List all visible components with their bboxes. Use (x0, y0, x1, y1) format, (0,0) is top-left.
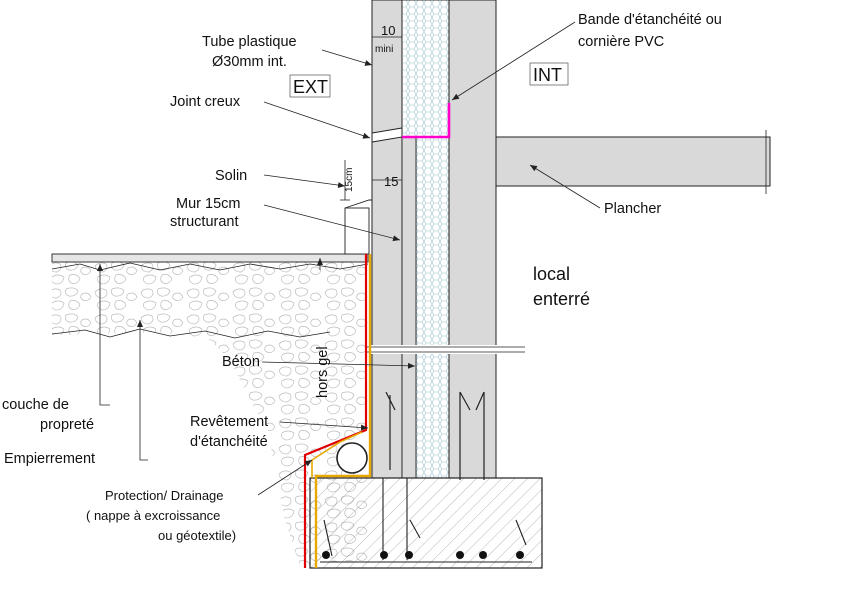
label-geotextile: ou géotextile) (158, 528, 236, 543)
label-etancheite: d'étanchéité (190, 434, 268, 450)
label-tube-plastique: Tube plastique (202, 34, 297, 50)
inner-wall (448, 0, 497, 479)
gravel-fill (52, 262, 368, 566)
label-corniere: cornière PVC (578, 34, 664, 50)
dimension-lines (340, 36, 402, 201)
terrain-surface (51, 253, 369, 339)
label-plancher: Plancher (604, 201, 661, 217)
label-empierrement: Empierrement (4, 451, 95, 467)
label-ext: EXT (293, 77, 328, 97)
footing-rebar (320, 478, 532, 563)
insulation-lower (415, 136, 450, 479)
footing (309, 477, 543, 569)
drainage-layer-outer (311, 431, 363, 478)
label-mur: Mur 15cm (176, 196, 240, 212)
solin (344, 199, 372, 255)
label-nappe: ( nappe à excroissance (86, 508, 220, 523)
wall-rebar (385, 391, 485, 480)
drain-pipe (336, 442, 368, 474)
label-int: INT (533, 65, 562, 85)
int-box (529, 62, 569, 86)
waterproofing-membrane (303, 254, 368, 568)
insulation-upper (401, 0, 450, 138)
label-structurant: structurant (170, 214, 239, 230)
concrete-strip (401, 136, 417, 479)
label-revetement: Revêtement (190, 414, 268, 430)
label-proprete: propreté (40, 417, 94, 433)
dim-15cm: 15cm (344, 168, 355, 192)
label-protection: Protection/ Drainage (105, 488, 224, 503)
label-solin: Solin (215, 168, 247, 184)
dim-15: 15 (384, 174, 398, 189)
label-local: local (533, 264, 570, 284)
label-enterre: enterré (533, 289, 590, 309)
label-joint-creux: Joint creux (170, 94, 241, 110)
section-break (365, 345, 525, 354)
label-hors-gel: hors gel (315, 346, 331, 398)
dim-mini: mini (375, 44, 393, 55)
footing-rebar-dots (322, 551, 524, 559)
floor-slab (495, 136, 771, 187)
dim-10: 10 (381, 23, 395, 38)
label-couche: couche de (2, 397, 69, 413)
label-beton: Béton (222, 354, 260, 370)
label-bande: Bande d'étanchéité ou (578, 12, 722, 28)
ext-box (289, 74, 331, 98)
pvc-band (402, 103, 451, 139)
label-tube-diameter: Ø30mm int. (212, 54, 287, 70)
leader-lines (97, 21, 601, 496)
